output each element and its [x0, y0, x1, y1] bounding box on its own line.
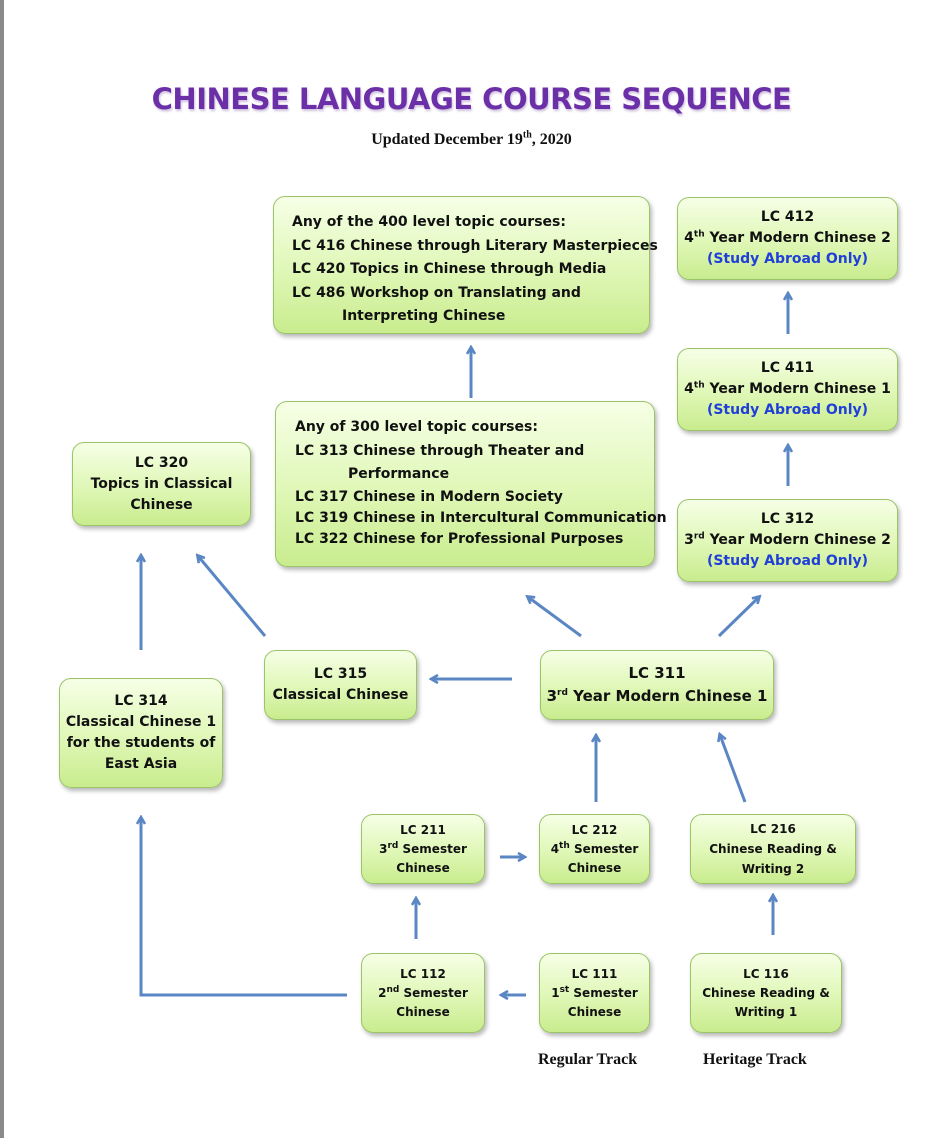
box-lc-116: LC 116 Chinese Reading & Writing 1 — [690, 953, 842, 1033]
course-title: 3rd Year Modern Chinese 2 — [684, 531, 891, 548]
box-heading: Any of the 400 level topic courses: — [292, 214, 566, 230]
course-line: LC 319 Chinese in Intercultural Communic… — [295, 509, 667, 526]
course-title: 1st Semester — [551, 984, 638, 1000]
course-title: Classical Chinese — [272, 687, 409, 703]
box-lc-212: LC 212 4th Semester Chinese — [539, 814, 650, 884]
box-lc-412: LC 412 4th Year Modern Chinese 2 (Study … — [677, 197, 898, 280]
course-code: LC 315 — [313, 666, 368, 682]
course-code: LC 320 — [134, 454, 189, 471]
arrow-311-to-312 — [717, 597, 759, 638]
course-title: 4th Year Modern Chinese 2 — [684, 229, 891, 246]
box-lc-211: LC 211 3rd Semester Chinese — [361, 814, 485, 884]
course-title: Chinese — [396, 860, 450, 875]
course-title: Chinese — [130, 496, 193, 513]
course-code: LC 211 — [400, 822, 446, 837]
course-title: 3rd Semester — [379, 840, 467, 856]
course-note: (Study Abroad Only) — [706, 251, 869, 267]
box-lc-314: LC 314 Classical Chinese 1 for the stude… — [59, 678, 223, 788]
course-title: East Asia — [104, 756, 178, 772]
course-title: Writing 1 — [734, 1004, 798, 1019]
course-title: 4th Semester — [550, 840, 639, 856]
box-lc-111: LC 111 1st Semester Chinese — [539, 953, 650, 1033]
course-title: Classical Chinese 1 — [65, 714, 217, 730]
course-title: Writing 2 — [741, 862, 805, 876]
course-line: LC 313 Chinese through Theater and — [295, 442, 585, 459]
course-title: Chinese Reading & — [709, 842, 837, 856]
page-left-border — [0, 0, 4, 1138]
course-line: LC 420 Topics in Chinese through Media — [292, 261, 607, 277]
course-code: LC 111 — [571, 966, 618, 981]
arrow-311-to-300 — [528, 597, 582, 638]
box-heading: Any of 300 level topic courses: — [295, 419, 538, 435]
box-400-level-topics: Any of the 400 level topic courses: LC 4… — [273, 196, 658, 334]
course-code: LC 412 — [760, 209, 815, 225]
course-note: (Study Abroad Only) — [706, 553, 869, 569]
course-title: Chinese — [567, 860, 622, 875]
course-code: LC 312 — [760, 511, 815, 527]
box-lc-411: LC 411 4th Year Modern Chinese 1 (Study … — [677, 348, 898, 431]
box-lc-315: LC 315 Classical Chinese — [264, 650, 417, 720]
course-code: LC 311 — [628, 664, 686, 682]
course-code: LC 314 — [114, 693, 168, 709]
box-lc-216: LC 216 Chinese Reading & Writing 2 — [690, 814, 856, 884]
course-title: 2nd Semester — [378, 984, 468, 1000]
box-lc-312: LC 312 3rd Year Modern Chinese 2 (Study … — [677, 499, 898, 582]
course-title: Chinese — [567, 1004, 622, 1019]
course-line-continued: Performance — [348, 466, 450, 482]
course-title: Chinese — [396, 1004, 450, 1019]
box-lc-112: LC 112 2nd Semester Chinese — [361, 953, 485, 1033]
course-title: Topics in Classical — [90, 475, 233, 492]
box-lc-311: LC 311 3rd Year Modern Chinese 1 — [540, 650, 774, 720]
box-300-level-topics: Any of 300 level topic courses: LC 313 C… — [275, 401, 667, 567]
course-line-continued: Interpreting Chinese — [342, 308, 506, 324]
arrow-315-to-320 — [198, 556, 267, 637]
course-line: LC 486 Workshop on Translating and — [292, 284, 581, 301]
regular-track-label: Regular Track — [538, 1051, 638, 1068]
course-line: LC 416 Chinese through Literary Masterpi… — [292, 237, 658, 254]
heritage-track-label: Heritage Track — [703, 1051, 807, 1068]
page-title: CHINESE LANGUAGE COURSE SEQUENCE — [151, 82, 792, 116]
course-line: LC 317 Chinese in Modern Society — [295, 488, 563, 505]
course-code: LC 116 — [743, 966, 789, 981]
arrow-216-to-311 — [720, 735, 747, 803]
course-title: for the students of — [66, 735, 216, 751]
course-title: 3rd Year Modern Chinese 1 — [546, 687, 768, 705]
course-title: Chinese Reading & — [702, 985, 830, 1000]
arrow-112-to-314 — [141, 818, 347, 997]
course-note: (Study Abroad Only) — [706, 402, 869, 418]
course-line: LC 322 Chinese for Professional Purposes — [295, 530, 624, 547]
course-code: LC 216 — [750, 822, 796, 836]
course-code: LC 212 — [571, 822, 618, 837]
course-code: LC 112 — [400, 966, 446, 981]
updated-date: Updated December 19th, 2020 — [371, 129, 572, 148]
course-title: 4th Year Modern Chinese 1 — [684, 380, 891, 397]
course-code: LC 411 — [760, 360, 815, 376]
box-lc-320: LC 320 Topics in Classical Chinese — [72, 442, 251, 526]
